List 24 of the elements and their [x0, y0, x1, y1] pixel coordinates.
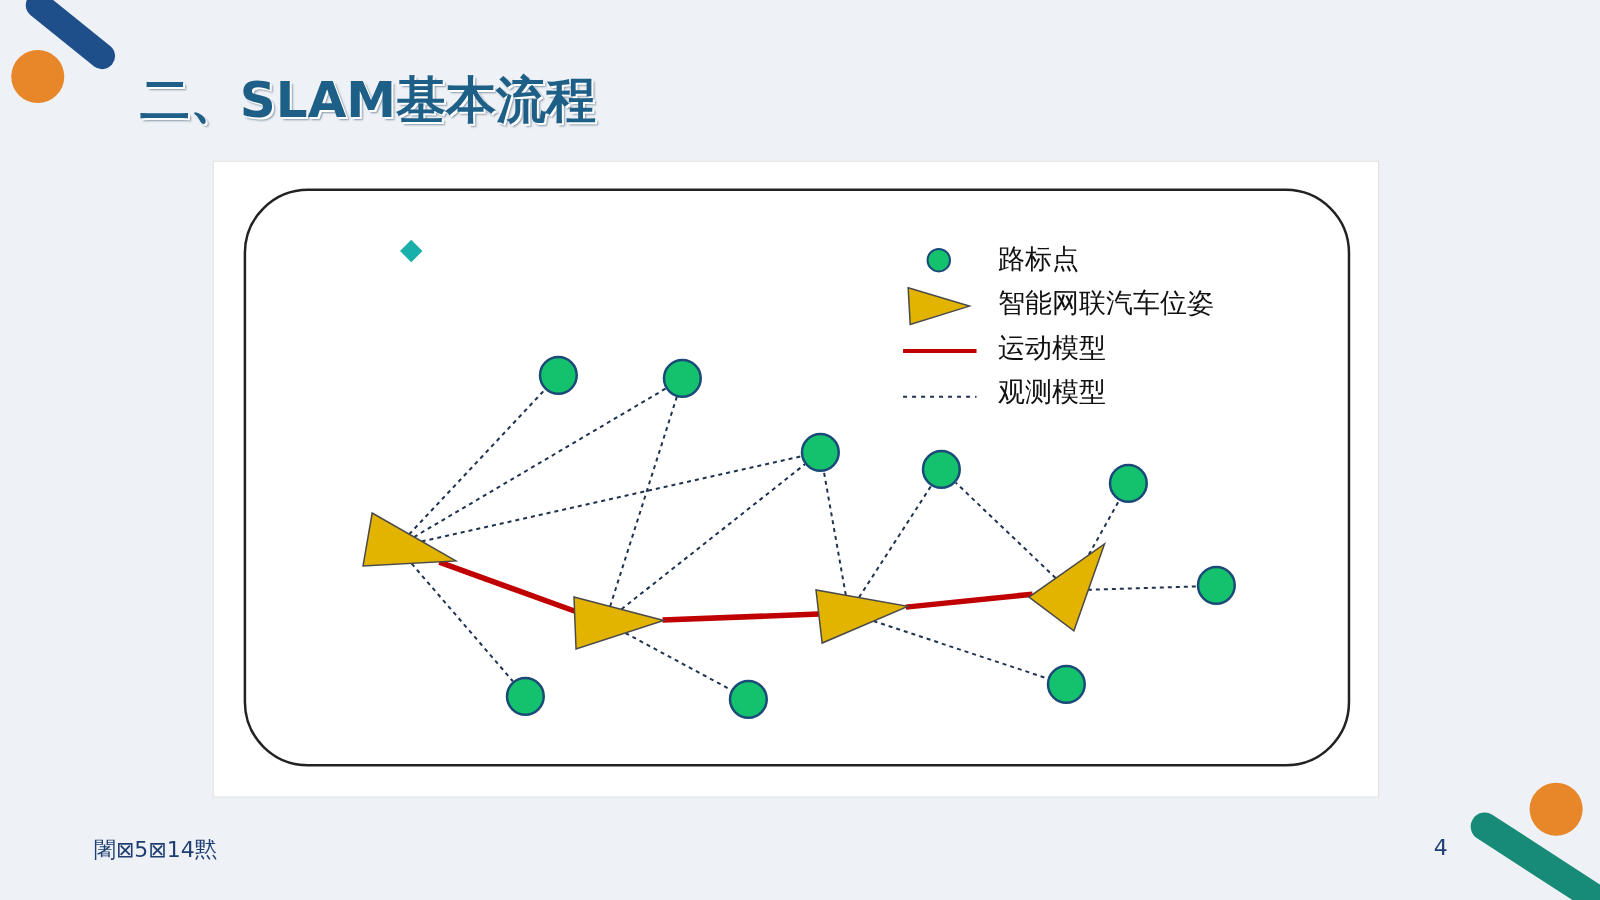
- dashed-line: [413, 387, 667, 539]
- dashed-line: [1087, 499, 1121, 556]
- dashed-line: [408, 388, 546, 536]
- pose-triangle: [1026, 541, 1107, 633]
- line: [905, 591, 1033, 610]
- page-number: 4: [1433, 834, 1448, 860]
- dashed-line: [420, 455, 803, 543]
- landmark-circle: [1195, 565, 1237, 607]
- landmark-circle: [727, 678, 769, 720]
- legend-label: 智能网联汽车位姿: [997, 286, 1214, 321]
- dashed-line: [954, 481, 1057, 579]
- legend-label: 运动模型: [997, 330, 1106, 365]
- footer-text: 闍⊠5⊠14黙: [93, 835, 217, 864]
- legend-label: 路标点: [997, 242, 1079, 277]
- line: [662, 611, 820, 623]
- legend-label: 观测模型: [997, 374, 1106, 409]
- dashed-line: [858, 484, 933, 599]
- pose-triangle: [361, 511, 459, 569]
- slide-title: 二、SLAM基本流程: [139, 70, 597, 132]
- dashed-line: [410, 562, 514, 683]
- pose-triangle: [572, 594, 667, 651]
- landmark-circle: [1045, 664, 1087, 706]
- pose-triangle: [814, 587, 911, 645]
- dashed-line: [620, 463, 807, 611]
